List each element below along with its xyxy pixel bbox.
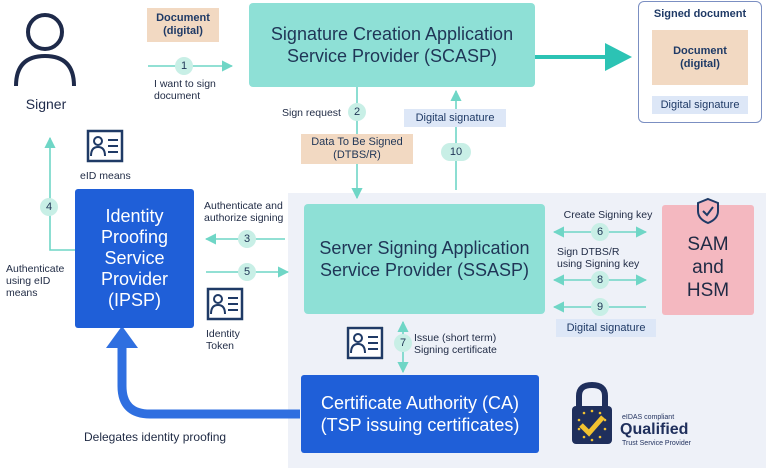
document-label: Document (digital) <box>156 12 210 37</box>
signed-document-panel: Signed document Document (digital) Digit… <box>638 1 762 123</box>
id-card-icon <box>86 129 124 163</box>
signer-label: Signer <box>25 96 67 112</box>
step-6-label: Create Signing key <box>563 209 653 221</box>
digital-signature-pill-bottom: Digital signature <box>556 319 656 337</box>
ipsp-label: Identity Proofing Service Provider (IPSP… <box>100 206 169 310</box>
signed-document-title: Signed document <box>653 8 747 20</box>
shield-check-icon <box>695 197 721 225</box>
ssasp-box: Server Signing Application Service Provi… <box>304 204 545 314</box>
step-2-label: Sign request <box>282 107 341 119</box>
step-5-badge: 5 <box>238 263 256 281</box>
step-4-badge: 4 <box>40 198 58 216</box>
arrow-delegates-head <box>106 326 138 348</box>
step-8-badge: 8 <box>591 271 609 289</box>
signed-document-signature: Digital signature <box>652 96 748 114</box>
step-7-label: Issue (short term) Signing certificate <box>414 332 497 356</box>
ipsp-box: Identity Proofing Service Provider (IPSP… <box>75 189 194 328</box>
document-box: Document (digital) <box>147 8 219 42</box>
qualified-sub-label: Trust Service Provider <box>622 440 691 447</box>
qualified-small-label: eIDAS compliant <box>622 414 675 421</box>
step-1-label: I want to sign document <box>154 78 216 102</box>
ssasp-label: Server Signing Application Service Provi… <box>319 238 530 280</box>
qualified-big-label: Qualified <box>620 421 689 438</box>
scasp-box: Signature Creation Application Service P… <box>249 3 535 87</box>
arrow-scasp-to-signed <box>535 43 632 71</box>
arrow-delegates <box>117 344 300 419</box>
ca-box: Certificate Authority (CA) (TSP issuing … <box>301 375 539 453</box>
step-6-badge: 6 <box>591 223 609 241</box>
step-9-badge: 9 <box>591 298 609 316</box>
step-2-badge: 2 <box>348 103 366 121</box>
identity-token-label: Identity Token <box>206 328 240 352</box>
identity-token-icon <box>206 287 244 321</box>
dtbs-label: Data To Be Signed (DTBS/R) <box>311 136 403 161</box>
delegates-label: Delegates identity proofing <box>84 430 227 444</box>
signer-avatar <box>10 8 80 88</box>
eid-means-label: eID means <box>80 170 131 182</box>
qualified-padlock-icon <box>570 381 614 446</box>
step-8-label: Sign DTBS/R using Signing key <box>557 246 640 270</box>
ca-label: Certificate Authority (CA) (TSP issuing … <box>320 393 520 435</box>
step-3-label: Authenticate and authorize signing <box>204 200 284 224</box>
step-1-badge: 1 <box>175 57 193 75</box>
step-10-badge: 10 <box>441 143 471 161</box>
certificate-icon <box>346 326 384 360</box>
step-7-badge: 7 <box>394 334 412 352</box>
arrow-step-4 <box>44 136 75 251</box>
scasp-label: Signature Creation Application Service P… <box>270 24 514 66</box>
step-4-label: Authenticate using eID means <box>6 263 65 299</box>
step-3-badge: 3 <box>238 230 256 248</box>
digital-signature-pill-top: Digital signature <box>404 109 506 127</box>
dtbs-box: Data To Be Signed (DTBS/R) <box>301 134 413 164</box>
signed-document-doc: Document (digital) <box>652 30 748 85</box>
sam-hsm-label: SAM and HSM <box>686 233 730 301</box>
